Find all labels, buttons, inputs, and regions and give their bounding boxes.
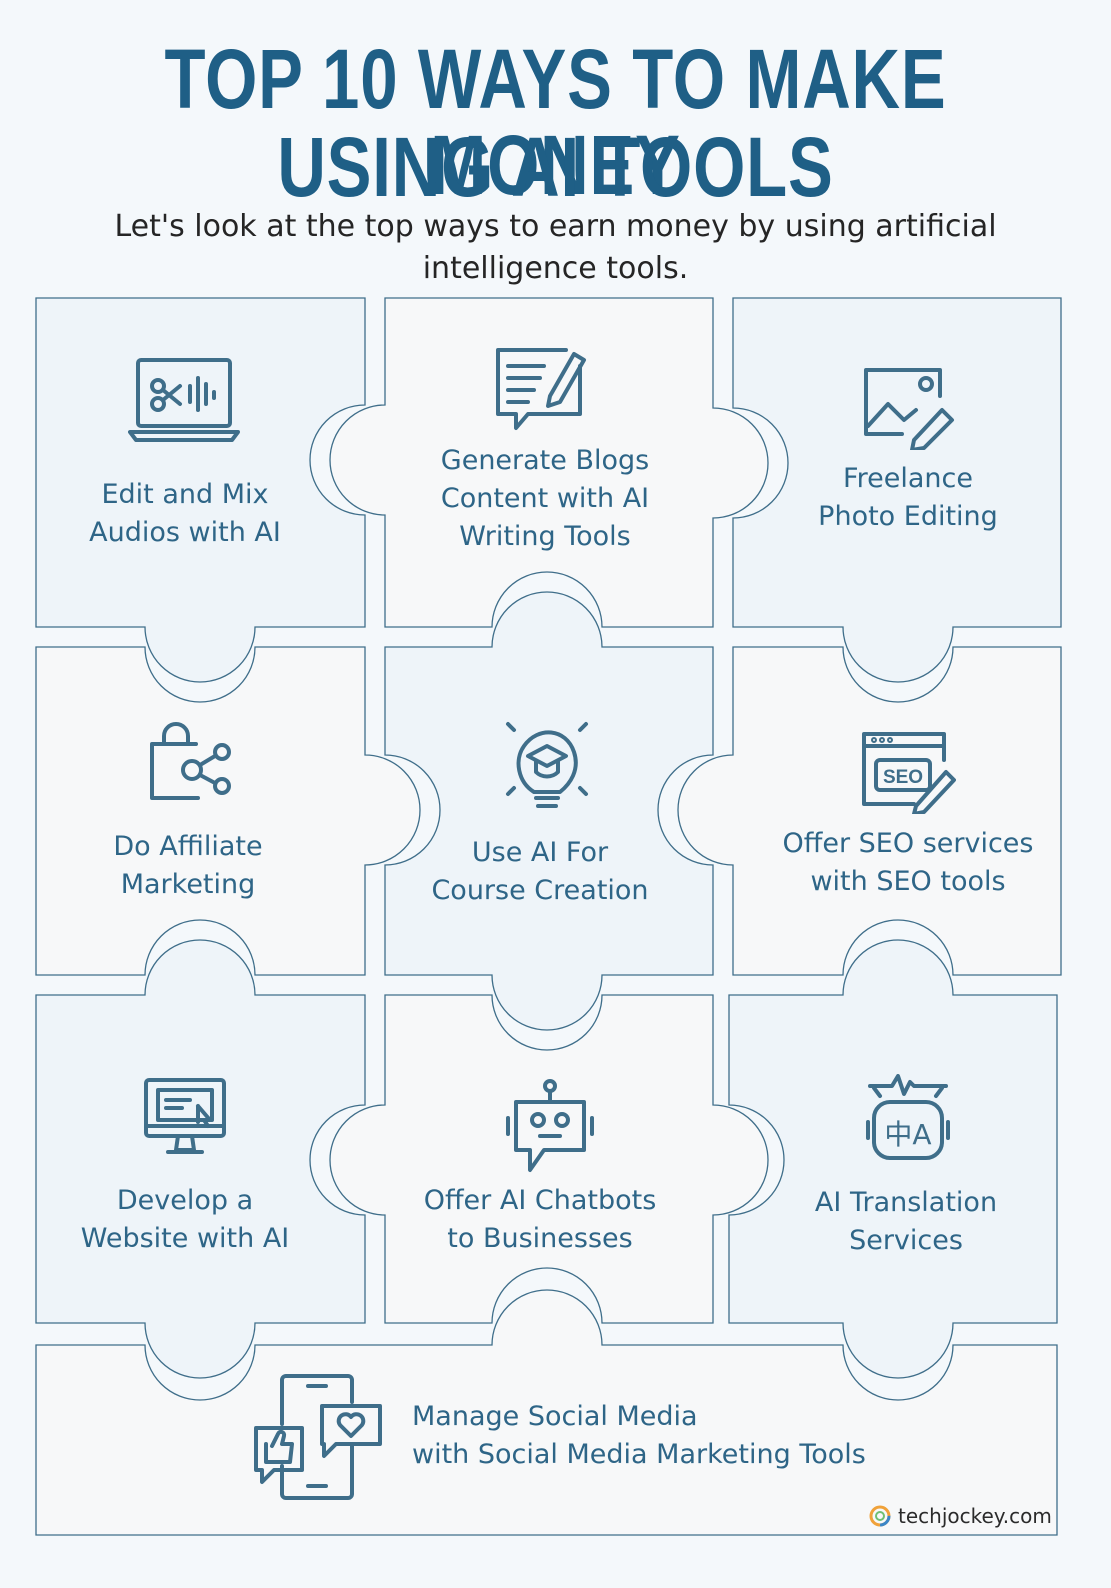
piece-3-label: Freelance Photo Editing <box>818 463 998 532</box>
piece-2-shape <box>329 297 769 628</box>
title-line-2: USING AI TOOLS <box>277 120 834 214</box>
photo-edit-icon <box>864 368 954 450</box>
piece-4-label: Do Affiliate Marketing <box>113 831 263 900</box>
piece-1-shape <box>35 297 366 683</box>
graduation-lightbulb-icon <box>506 722 588 808</box>
piece-10-label: Manage Social Media with Social Media Ma… <box>412 1401 866 1470</box>
svg-text:SEO: SEO <box>883 767 923 788</box>
seo-browser-icon: SEO <box>862 732 956 814</box>
techjockey-logo-icon <box>869 1505 891 1527</box>
piece-2-label: Generate Blogs Content with AI Writing T… <box>440 445 650 552</box>
piece-5-label: Use AI For Course Creation <box>431 837 649 906</box>
piece-6-shape <box>677 646 1062 976</box>
title-line-1: TOP 10 WAYS TO MAKE MONEY <box>164 32 947 212</box>
writing-chat-icon <box>496 348 586 430</box>
piece-5-shape <box>384 591 714 1031</box>
piece-8-label: Offer AI Chatbots to Businesses <box>423 1185 657 1254</box>
piece-9-label: AI Translation Services <box>814 1187 998 1256</box>
piece-7-label: Develop a Website with AI <box>80 1185 290 1254</box>
brand-text: techjockey.com <box>898 1504 1052 1528</box>
robot-chat-icon <box>506 1079 594 1172</box>
piece-10-shape <box>35 1289 1058 1536</box>
piece-7-shape <box>35 939 366 1379</box>
piece-6-label: Offer SEO services with SEO tools <box>782 828 1034 897</box>
piece-3-shape <box>732 297 1062 683</box>
brand-watermark: techjockey.com <box>868 1502 1052 1530</box>
monitor-website-icon <box>144 1078 226 1154</box>
svg-text:中A: 中A <box>884 1118 931 1151</box>
subtitle: Let's look at the top ways to earn money… <box>114 209 997 286</box>
piece-8-shape <box>329 994 769 1324</box>
laptop-audio-edit-icon <box>128 358 240 442</box>
social-media-phone-icon <box>254 1374 382 1500</box>
piece-1-label: Edit and Mix Audios with AI <box>89 479 281 548</box>
translation-robot-icon: 中A <box>866 1074 950 1160</box>
shopping-bag-share-icon <box>150 722 231 800</box>
piece-4-shape <box>35 646 421 976</box>
